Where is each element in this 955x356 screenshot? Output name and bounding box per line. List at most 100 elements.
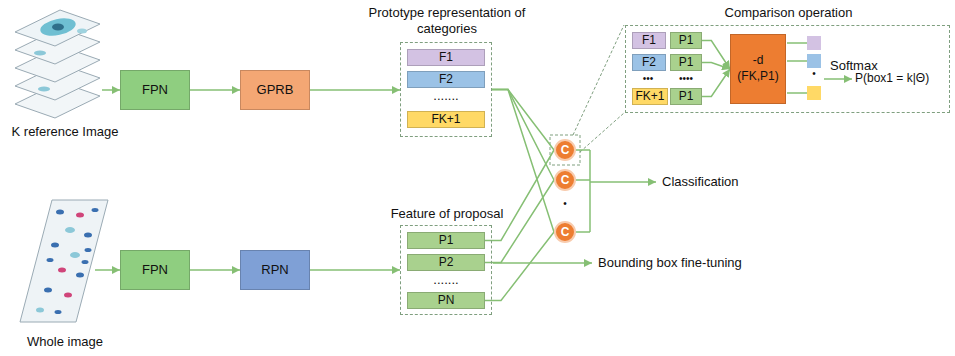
node-label: F1 bbox=[642, 33, 656, 47]
node-label: FK+1 bbox=[635, 89, 664, 103]
proposal-box: P1 bbox=[407, 232, 485, 249]
proposal-group: Feature of proposalP1P2PN bbox=[400, 225, 492, 315]
cell bbox=[36, 308, 44, 313]
group-heading: Feature of proposal bbox=[361, 206, 533, 222]
proposal-box: P2 bbox=[407, 254, 485, 271]
image-frame bbox=[20, 200, 108, 322]
classification-bracket bbox=[576, 150, 656, 232]
node-label: RPN bbox=[261, 262, 288, 278]
compare-circle: C bbox=[554, 169, 576, 191]
proposal-box: PN bbox=[407, 292, 485, 309]
prototype-box: FK+1 bbox=[632, 88, 668, 105]
cell bbox=[82, 260, 89, 264]
node-label: C bbox=[561, 225, 570, 239]
cell bbox=[92, 208, 99, 212]
node-label: P1 bbox=[439, 233, 454, 247]
cell bbox=[44, 288, 52, 293]
node-label: PN bbox=[438, 293, 455, 307]
bracket-line bbox=[589, 150, 591, 232]
node-label: F2 bbox=[439, 72, 453, 86]
group-heading: Prototype representation of categories bbox=[357, 5, 537, 37]
node-label: -d (FK,P1) bbox=[733, 53, 783, 84]
image-caption: K reference Image bbox=[0, 124, 130, 140]
cell bbox=[56, 210, 64, 215]
prototype-box: F1 bbox=[407, 49, 485, 66]
cell-cytoplasm bbox=[34, 51, 46, 56]
ellipsis: ....... bbox=[400, 272, 492, 288]
whole-image bbox=[20, 200, 108, 322]
cell bbox=[70, 252, 80, 258]
prototype-box: F2 bbox=[407, 71, 485, 88]
bracket-line bbox=[576, 231, 590, 233]
connector bbox=[702, 63, 730, 70]
connector bbox=[485, 232, 554, 301]
ellipsis: ....... bbox=[400, 88, 492, 104]
compare-circle: C bbox=[554, 221, 576, 243]
connector bbox=[702, 69, 730, 97]
node-label: P1 bbox=[679, 33, 694, 47]
cell bbox=[51, 243, 59, 248]
connector bbox=[310, 269, 400, 271]
distance-box: -d (FK,P1) bbox=[730, 34, 786, 104]
proposal-box: P1 bbox=[670, 54, 702, 71]
softmax-arrow bbox=[824, 78, 852, 80]
cell bbox=[55, 310, 62, 314]
cell-cytoplasm bbox=[77, 29, 87, 34]
output-line bbox=[787, 92, 807, 94]
image-caption: Whole image bbox=[15, 334, 115, 350]
node-label: C bbox=[561, 143, 570, 157]
connector bbox=[310, 89, 400, 91]
score-square bbox=[807, 54, 821, 68]
output-label: Bounding box fine-tuning bbox=[598, 255, 798, 271]
proposal-box: P1 bbox=[670, 88, 702, 105]
node-label: F2 bbox=[642, 55, 656, 69]
output-line bbox=[787, 60, 807, 62]
cell bbox=[47, 258, 54, 262]
connector bbox=[190, 89, 240, 91]
node-label: C bbox=[561, 173, 570, 187]
node-label: F1 bbox=[439, 50, 453, 64]
group-heading: Comparison operation bbox=[626, 5, 951, 21]
classification-arrow bbox=[590, 181, 656, 183]
cell bbox=[76, 273, 84, 278]
cell-cytoplasm bbox=[39, 15, 78, 38]
cell-cytoplasm bbox=[38, 87, 50, 92]
node-label: FK+1 bbox=[431, 112, 460, 126]
compare-circle: C bbox=[554, 139, 576, 161]
ellipsis: •••• bbox=[669, 73, 703, 85]
regression-arrow bbox=[493, 262, 592, 264]
rpn-box: RPN bbox=[240, 250, 310, 290]
score-square bbox=[807, 36, 821, 50]
ellipsis: • bbox=[559, 198, 571, 210]
cell bbox=[76, 213, 84, 218]
node-label: P2 bbox=[439, 255, 454, 269]
bracket-line bbox=[576, 149, 590, 151]
fpn-box: FPN bbox=[120, 250, 190, 290]
node-label: FPN bbox=[142, 262, 168, 278]
connector bbox=[702, 41, 730, 70]
fpn-box: FPN bbox=[120, 70, 190, 110]
zoom-box bbox=[550, 135, 580, 165]
image-card bbox=[15, 10, 100, 46]
connector bbox=[190, 269, 240, 271]
node-label: P1 bbox=[679, 89, 694, 103]
output-label: Classification bbox=[662, 174, 782, 190]
cell bbox=[85, 248, 92, 252]
input-arrow bbox=[102, 89, 120, 91]
zoom-line bbox=[580, 113, 624, 152]
probability-label: P(box1 = k|Θ) bbox=[855, 71, 947, 85]
gprb-box: GPRB bbox=[240, 70, 310, 110]
score-square bbox=[807, 86, 821, 100]
prototype-box: F1 bbox=[632, 32, 666, 49]
ellipsis: • bbox=[807, 68, 821, 80]
ellipsis: ••• bbox=[631, 73, 665, 85]
output-line bbox=[787, 42, 807, 44]
cell bbox=[84, 233, 92, 238]
zoom-line bbox=[573, 25, 624, 135]
proposal-box: P1 bbox=[670, 32, 702, 49]
prototype-box: F2 bbox=[632, 54, 666, 71]
prototype-box: FK+1 bbox=[407, 111, 485, 128]
cell bbox=[58, 268, 66, 273]
cell bbox=[64, 293, 72, 298]
